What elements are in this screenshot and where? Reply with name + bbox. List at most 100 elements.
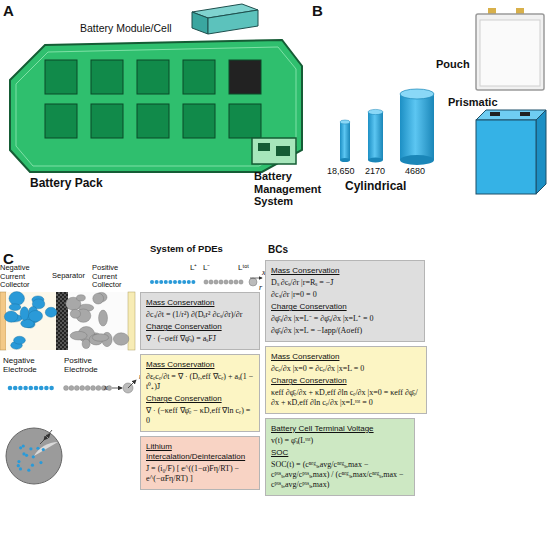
box-heading: Mass Conservation	[271, 352, 421, 362]
illustration-part	[137, 60, 169, 94]
illustration-part	[128, 292, 135, 350]
illustration-part	[113, 333, 128, 345]
illustration-part	[45, 60, 77, 94]
axis-label: x	[104, 383, 108, 392]
illustration-part	[173, 280, 177, 284]
size-label: 4680	[405, 166, 425, 176]
illustration-part	[276, 146, 290, 156]
illustration-part	[19, 467, 22, 470]
equation: ∂εₑcₑ/∂t = ∇ · (Dₑ,eff ∇cₑ) + aₛ(1 − t⁰₊…	[146, 372, 254, 392]
illustration-part	[45, 104, 77, 138]
illustration-part	[70, 309, 80, 318]
illustration-part	[234, 280, 238, 284]
illustration-part	[400, 155, 434, 165]
box-heading: Lithium Intercalation/Deintercalation	[146, 442, 254, 462]
equation: ∇ · (−κeff ∇φ̄ₑ − κD,eff ∇ln cₑ) = 0	[146, 406, 254, 426]
size-label: 2170	[365, 166, 385, 176]
box-heading: Charge Conservation	[146, 394, 254, 404]
illustration-part	[476, 14, 544, 90]
illustration-part	[239, 280, 243, 284]
box-heading: Mass Conservation	[146, 360, 254, 370]
illustration-part	[34, 386, 39, 391]
axis-label: Lᵗᵒᵗ	[238, 263, 249, 272]
illustration-part	[16, 47, 296, 166]
illustration-part	[250, 278, 262, 279]
illustration-part	[249, 278, 257, 286]
illustration-part	[27, 469, 30, 472]
illustration-part	[155, 280, 159, 284]
illustration-part	[45, 60, 261, 138]
equation-box: Lithium Intercalation/DeintercalationJ̄ …	[140, 436, 260, 490]
illustration-part	[476, 110, 546, 120]
illustration-part	[6, 428, 62, 484]
illustration-part	[91, 60, 123, 94]
part-label: Negative Electrode	[3, 356, 53, 374]
illustration-part	[0, 292, 6, 350]
illustration-part	[10, 40, 302, 172]
illustration-part	[64, 386, 69, 391]
illustration-part	[9, 304, 21, 311]
axis-label: L⁻	[203, 263, 210, 272]
equation: v(t) = φ̄ₛ(Lᵗᵒᵗ)	[271, 436, 409, 446]
illustration-part	[368, 112, 383, 160]
illustration-part	[178, 280, 182, 284]
illustration-part	[77, 295, 86, 301]
axis-label: L⁺	[190, 263, 197, 272]
illustration-part	[252, 138, 296, 164]
illustration-part	[22, 444, 25, 447]
illustration-part	[85, 386, 90, 391]
panel-letter: B	[312, 2, 323, 19]
illustration-part	[150, 280, 243, 284]
illustration-part	[74, 386, 79, 391]
illustration-part	[214, 280, 218, 284]
equation: ∂cₛ/∂t = (1/r²) ∂(Dₛr² ∂cₛ/∂r)/∂r	[146, 310, 254, 320]
box-heading: Battery Cell Terminal Voltage	[271, 424, 409, 434]
illustration-part	[36, 447, 39, 450]
illustration-part	[49, 386, 54, 391]
illustration-part	[340, 158, 350, 162]
column-heading: BCs	[268, 244, 288, 256]
illustration-part	[23, 386, 28, 391]
equation: κeff ∂φ̄ₑ/∂x + κD,eff ∂ln cₑ/∂x |x=0 = κ…	[271, 388, 421, 408]
equation: ∇ · (−σeff ∇φ̄ₛ) = aₛFJ̄	[146, 334, 254, 344]
illustration-part	[224, 280, 228, 284]
illustration-part	[17, 444, 45, 471]
illustration-part	[229, 60, 261, 94]
illustration-part	[31, 464, 34, 467]
illustration-part	[368, 109, 383, 114]
illustration-part	[340, 122, 350, 160]
part-label: Separator	[52, 272, 85, 281]
illustration-part	[229, 280, 233, 284]
illustration-part	[8, 386, 13, 391]
part-label: Negative Current Collector	[0, 264, 52, 290]
illustration-part	[128, 380, 136, 388]
illustration-part	[80, 386, 85, 391]
illustration-part	[192, 12, 208, 34]
illustration-part	[480, 20, 540, 86]
equation-box: Battery Cell Terminal Voltage v(t) = φ̄ₛ(…	[265, 418, 415, 496]
illustration-part	[34, 442, 58, 456]
equation-box: Mass ConservationDₛ ∂cₛ/∂r |r=Rₛ = −J̄∂c…	[265, 260, 425, 342]
illustration-part	[39, 461, 42, 464]
illustration-part	[17, 464, 20, 467]
box-heading: SOC	[271, 448, 409, 458]
illustration-part	[490, 112, 500, 116]
illustration-part	[22, 452, 25, 455]
type-label: Pouch	[436, 58, 470, 71]
illustration-part	[96, 386, 101, 391]
illustration-part	[340, 120, 350, 124]
equation-box: Mass Conservation∂cₑ/∂x |x=0 = ∂cₑ/∂x |x…	[265, 346, 427, 414]
illustration-part	[137, 104, 169, 138]
illustration-part	[229, 104, 261, 138]
illustration-part	[258, 143, 270, 151]
illustration-part	[28, 310, 42, 321]
illustration-part	[93, 293, 104, 304]
box-heading: Charge Conservation	[146, 322, 254, 332]
equation: J̄ = (i₀/F) [ e^((1−α)Fη/RT) − e^(−αFη/R…	[146, 464, 254, 484]
illustration-part	[44, 386, 49, 391]
illustration-part	[182, 280, 186, 284]
illustration-part	[39, 386, 44, 391]
illustration-part	[368, 157, 383, 162]
illustration-part	[204, 280, 208, 284]
box-heading: Charge Conservation	[271, 302, 419, 312]
